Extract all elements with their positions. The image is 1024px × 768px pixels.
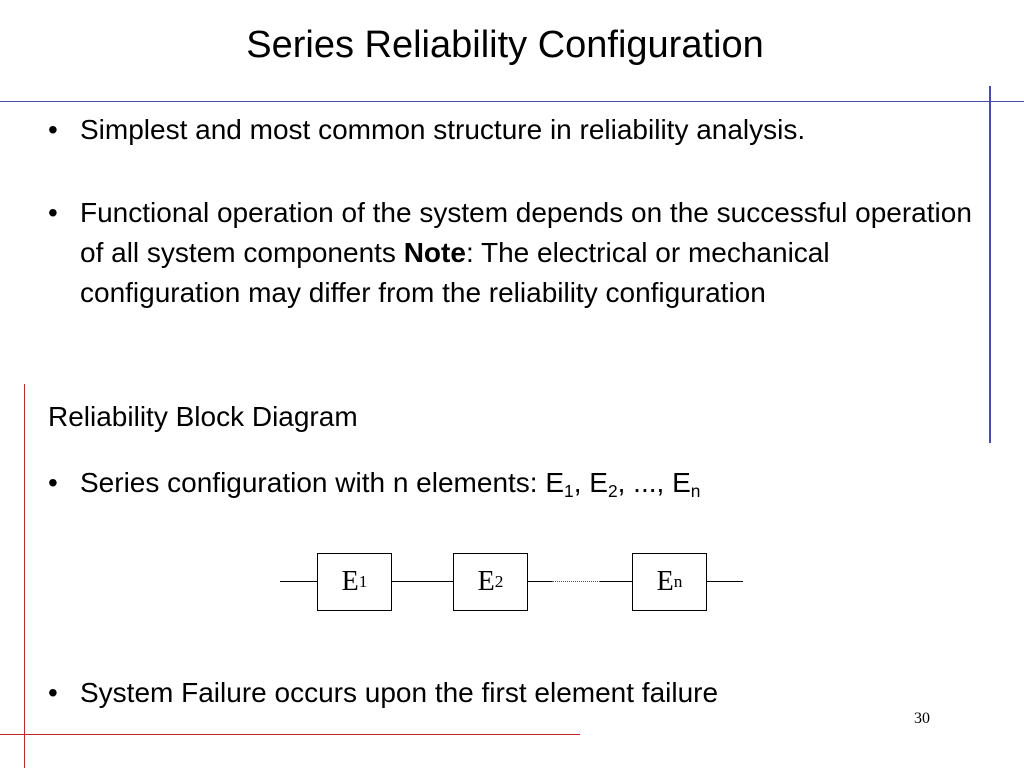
right-vertical-rule: [989, 86, 991, 443]
bullet-system-failure: • System Failure occurs upon the first el…: [48, 673, 990, 713]
connector-wire: [528, 581, 552, 582]
bullet-functional-operation: • Functional operation of the system depe…: [48, 193, 990, 313]
element-letter: E: [672, 467, 691, 498]
block-letter: E: [341, 566, 359, 597]
separator: ,: [573, 467, 590, 498]
section-heading: Reliability Block Diagram: [48, 401, 358, 432]
connector-wire: [600, 581, 632, 582]
input-wire: [280, 581, 317, 582]
block-letter: E: [477, 566, 495, 597]
bullet-text-after: : The electrical or mechanical configura…: [80, 237, 830, 308]
connector-wire: [392, 581, 453, 582]
series-prefix: Series configuration with n elements:: [80, 467, 546, 498]
element-subscript: 1: [564, 481, 574, 502]
block-letter: E: [656, 566, 674, 597]
bullet-simplest-structure: • Simplest and most common structure in r…: [48, 110, 990, 150]
separator: , ...,: [617, 467, 673, 498]
bullet-glyph: •: [48, 467, 58, 498]
element-letter: E: [589, 467, 608, 498]
left-vertical-rule: [24, 384, 25, 768]
element-letter: E: [545, 467, 565, 498]
element-subscript: 2: [607, 481, 618, 502]
bullet-text: System Failure occurs upon the first ele…: [80, 677, 719, 708]
bullet-text: Simplest and most common structure in re…: [80, 114, 806, 145]
bullet-glyph: •: [48, 677, 58, 708]
bullet-series-configuration: • Series configuration with n elements: E…: [48, 463, 990, 503]
bullet-glyph: •: [48, 197, 58, 228]
note-label: Note: [403, 237, 466, 268]
bottom-divider-line: [0, 734, 580, 735]
slide-title: Series Reliability Configuration: [246, 24, 764, 66]
bullet-text-before: Functional operation of the system depen…: [80, 197, 972, 268]
bullet-glyph: •: [48, 114, 58, 145]
page-number: 30: [914, 710, 930, 727]
ellipsis-dotted-line: [552, 581, 600, 582]
output-wire: [707, 581, 743, 582]
top-divider-line: [0, 101, 1024, 102]
element-subscript: n: [690, 481, 701, 502]
